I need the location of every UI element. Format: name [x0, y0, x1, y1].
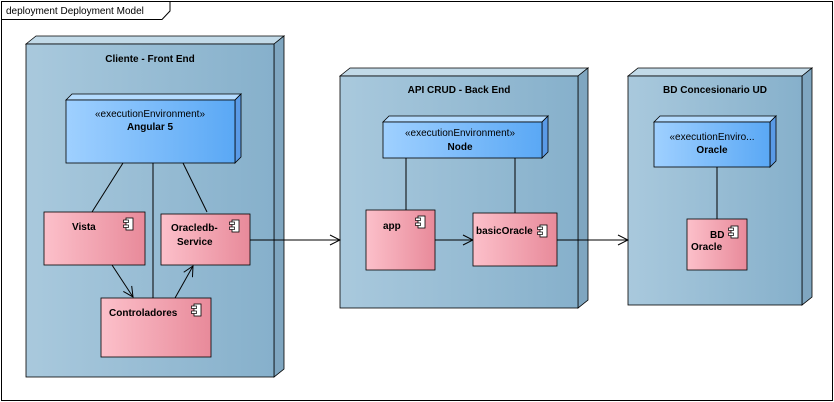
env-node[interactable]: «executionEnvironment» Node: [382, 115, 549, 159]
component-icon: [191, 303, 202, 317]
component-bd-oracle-line1: BD: [710, 230, 724, 241]
connectors-api: [405, 158, 516, 240]
component-icon: [229, 219, 240, 233]
env-oracle[interactable]: «executionEnviro... Oracle: [653, 115, 777, 168]
node-cliente-title: Cliente - Front End: [105, 54, 194, 65]
component-bd-oracle-line2: Oracle: [691, 242, 723, 253]
env-node-name: Node: [448, 142, 473, 153]
component-basic-oracle[interactable]: basicOracle: [472, 212, 558, 267]
component-vista-label: Vista: [72, 222, 96, 233]
component-icon: [415, 215, 426, 229]
component-icon: [537, 224, 548, 238]
component-bd-oracle[interactable]: BD Oracle: [686, 218, 748, 271]
env-node-stereotype: «executionEnvironment»: [405, 128, 516, 139]
component-icon: [123, 217, 134, 231]
env-oracle-stereotype: «executionEnviro...: [669, 132, 754, 143]
component-oracledb-service-line1: Oracledb-: [171, 223, 218, 234]
component-basic-oracle-label: basicOracle: [476, 226, 533, 237]
component-oracledb-service-line2: Service: [177, 237, 213, 248]
component-app-label: app: [383, 221, 401, 232]
node-api-title: API CRUD - Back End: [408, 85, 511, 96]
env-oracle-name: Oracle: [696, 145, 728, 156]
component-oracledb-service[interactable]: Oracledb- Service: [160, 213, 251, 266]
frame-title: deployment Deployment Model: [6, 6, 144, 17]
node-bd-title: BD Concesionario UD: [663, 85, 767, 96]
node-api[interactable]: API CRUD - Back End: [338, 67, 590, 309]
connectors-cliente: [91, 162, 208, 299]
env-angular-stereotype: «executionEnvironment»: [95, 109, 206, 120]
component-vista[interactable]: Vista: [43, 211, 146, 266]
component-app[interactable]: app: [365, 209, 436, 271]
component-controladores-label: Controladores: [109, 308, 178, 319]
env-angular[interactable]: «executionEnvironment» Angular 5: [65, 93, 242, 164]
env-angular-name: Angular 5: [127, 122, 174, 133]
component-icon: [728, 225, 739, 239]
component-controladores[interactable]: Controladores: [100, 297, 212, 358]
